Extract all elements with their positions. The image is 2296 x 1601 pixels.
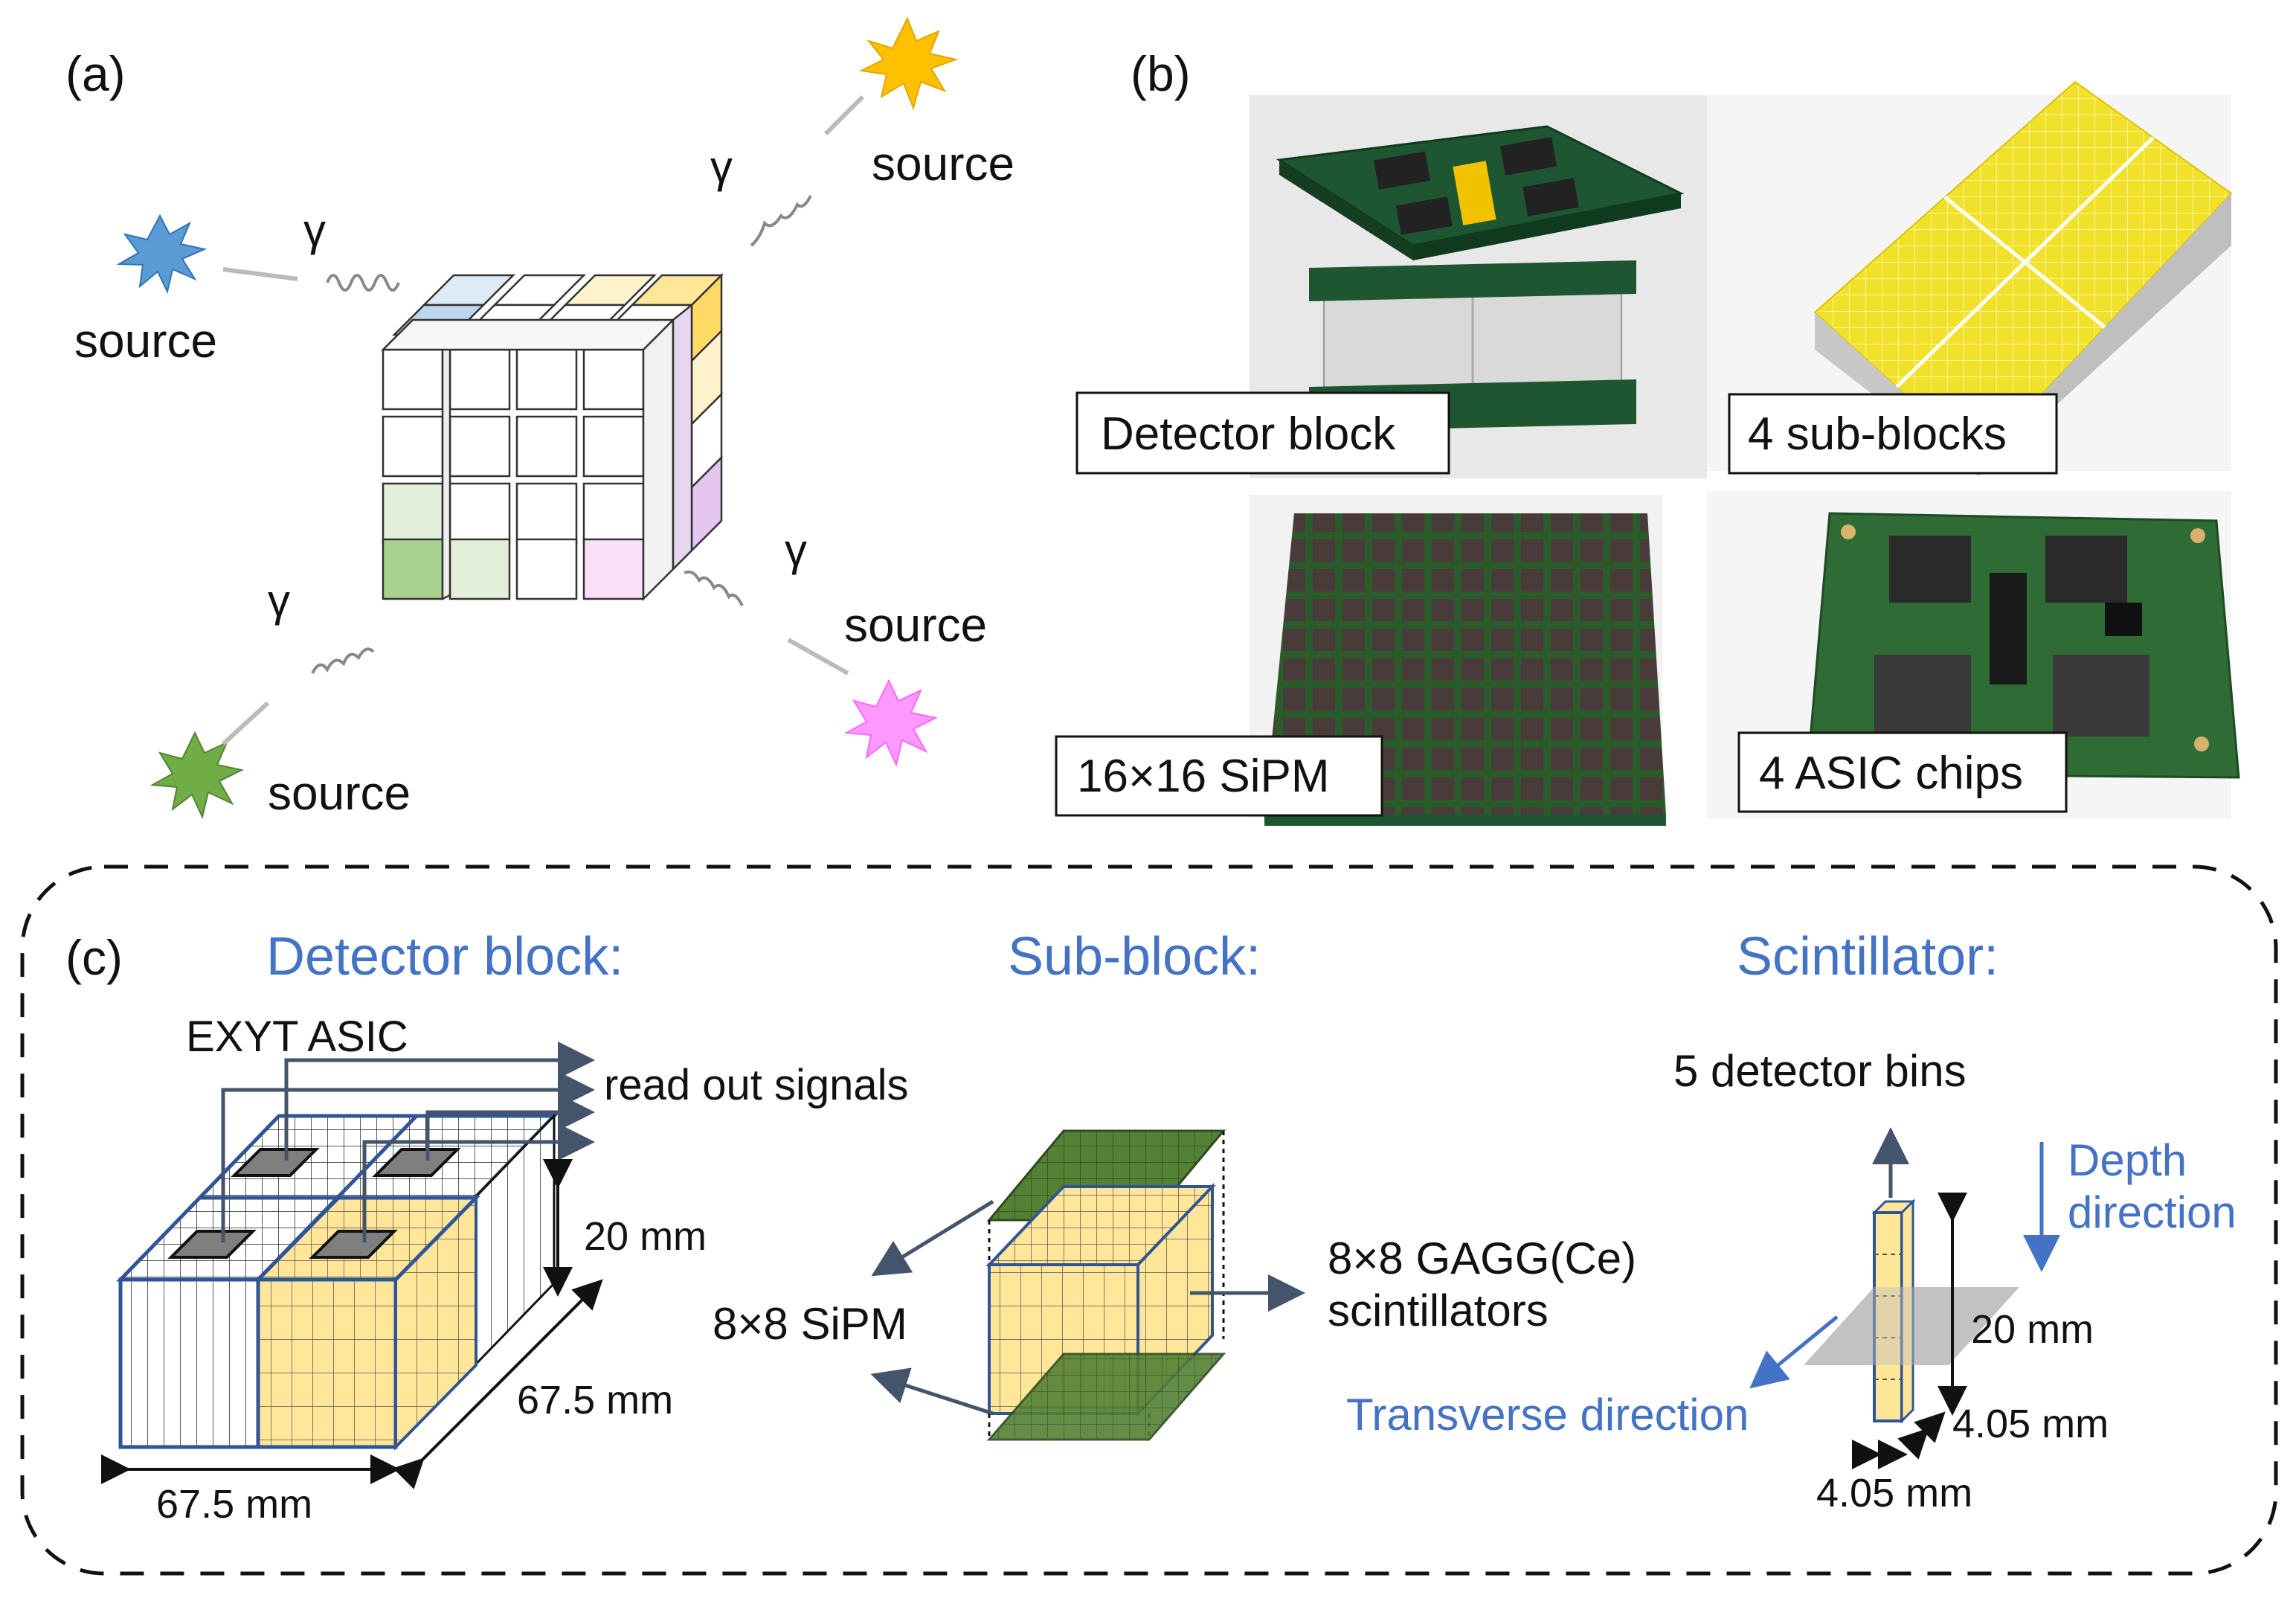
caption-box-detector-block: Detector block	[1075, 391, 1450, 475]
caption-detector-block: Detector block	[1101, 408, 1396, 460]
source-burst-pink	[843, 678, 939, 768]
heading-detector-block: Detector block:	[266, 927, 623, 986]
gamma-label-blue: γ	[303, 205, 326, 255]
caption-asic: 4 ASIC chips	[1759, 748, 2023, 799]
dim-height: 20 mm	[584, 1214, 707, 1259]
scintillator-schematic	[1749, 1127, 2060, 1469]
gamma-label-yellow: γ	[710, 142, 733, 192]
scint-side-label-2: 4.05 mm	[1816, 1471, 1972, 1515]
gamma-label-green: γ	[268, 576, 290, 626]
dim-depth: 67.5 mm	[517, 1378, 673, 1422]
caption-sipm: 16×16 SiPM	[1077, 751, 1330, 802]
panel-c-label: (c)	[65, 930, 123, 985]
sub-block-schematic	[870, 1129, 1305, 1441]
source-label-green: source	[268, 766, 411, 820]
source-burst-green	[149, 731, 245, 820]
panel-c: (c) Detector block: Sub-block: Scintilla…	[20, 864, 2278, 1576]
source-label-blue: source	[74, 314, 217, 368]
dim-lines-detector	[101, 1159, 603, 1489]
source-label-yellow: source	[872, 137, 1014, 190]
caption-box-sipm: 16×16 SiPM	[1055, 735, 1383, 817]
gagg-label-line1: 8×8 GAGG(Ce)	[1328, 1233, 1636, 1283]
panel-b: (b) Detector block	[1055, 46, 2240, 826]
bins-label: 5 detector bins	[1673, 1046, 1967, 1096]
panel-b-label: (b)	[1131, 46, 1191, 101]
gagg-label-line2: scintillators	[1328, 1286, 1549, 1335]
caption-sub-blocks: 4 sub-blocks	[1748, 408, 2007, 460]
caption-box-sub-blocks: 4 sub-blocks	[1728, 393, 2058, 475]
source-burst-yellow	[858, 16, 959, 111]
panel-c-frame	[20, 864, 2278, 1576]
source-label-pink: source	[844, 598, 987, 652]
source-burst-blue	[116, 214, 208, 294]
gamma-label-pink: γ	[785, 525, 807, 575]
heading-sub-block: Sub-block:	[1008, 927, 1261, 986]
transverse-label: Transverse direction	[1346, 1390, 1749, 1440]
scint-height-label: 20 mm	[1971, 1307, 2094, 1352]
readout-label: read out signals	[604, 1061, 908, 1109]
caption-box-asic: 4 ASIC chips	[1737, 731, 2068, 813]
panel-a-label: (a)	[65, 46, 126, 101]
heading-scintillator: Scintillator:	[1737, 927, 1998, 986]
depth-label-line2: direction	[2068, 1187, 2236, 1237]
detector-cube-array	[380, 272, 724, 602]
depth-label-line1: Depth	[2068, 1135, 2187, 1185]
panel-a: (a)	[65, 16, 1014, 820]
sipm-label: 8×8 SiPM	[713, 1299, 907, 1349]
scint-side-label-1: 4.05 mm	[1952, 1402, 2109, 1446]
gamma-tracks	[221, 94, 865, 746]
dim-width: 67.5 mm	[156, 1482, 312, 1527]
asic-label: EXYT ASIC	[186, 1013, 408, 1061]
